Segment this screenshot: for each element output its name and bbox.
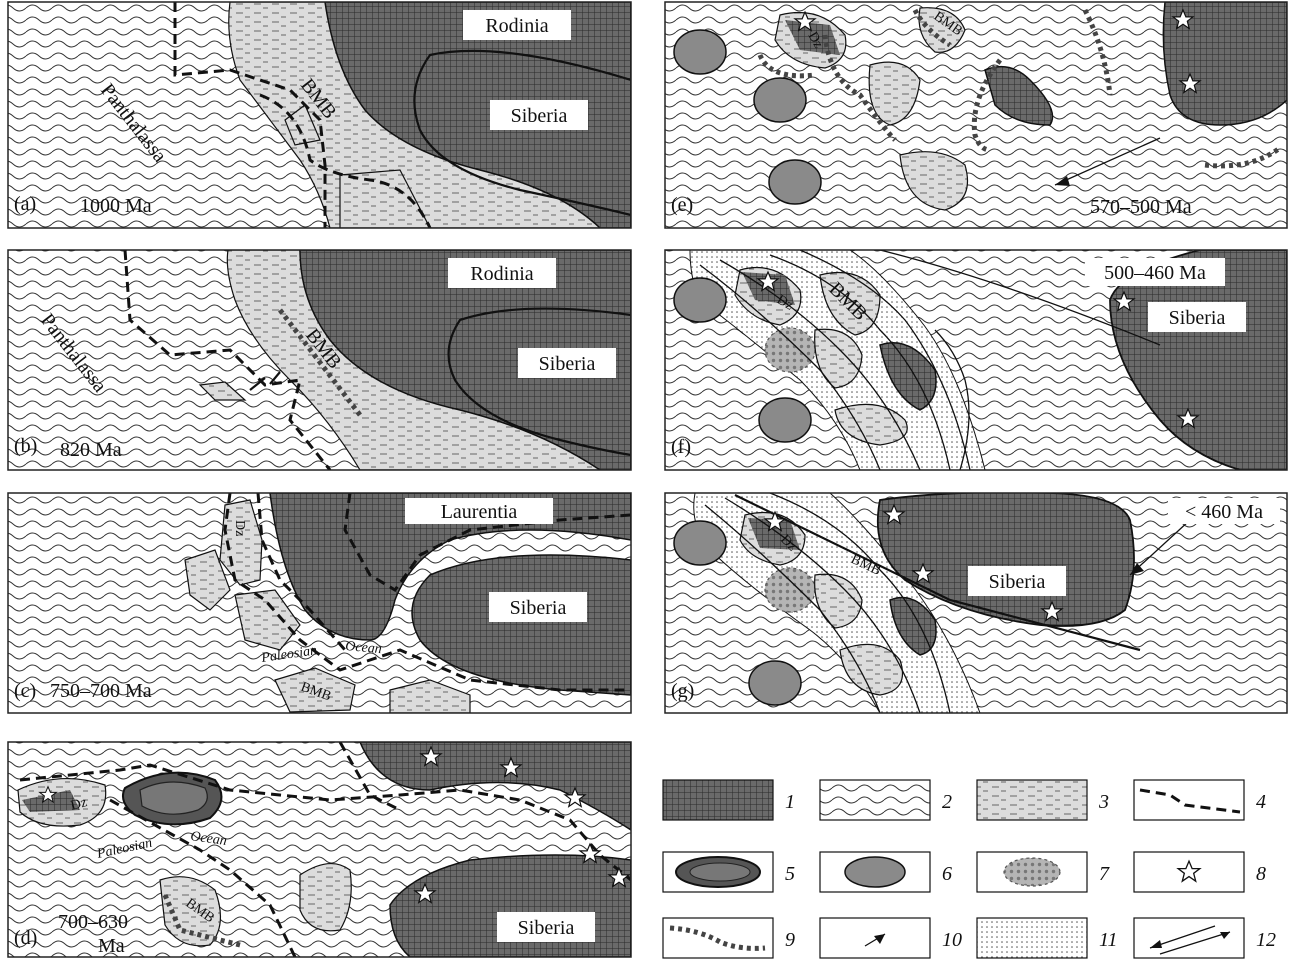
- label-siberia-a: Siberia: [511, 105, 568, 127]
- panel-g: [665, 492, 1287, 713]
- panel-age-d-1: 700–630: [58, 911, 128, 933]
- svg-text:7: 7: [1099, 863, 1110, 885]
- panel-age-c: 750–700 Ma: [50, 680, 152, 702]
- panel-e: [665, 2, 1287, 228]
- svg-text:8: 8: [1256, 863, 1266, 885]
- panel-age-f: 500–460 Ma: [1104, 262, 1206, 284]
- svg-text:3: 3: [1098, 791, 1109, 813]
- svg-text:9: 9: [785, 929, 795, 951]
- label-ocean-c: Ocean: [345, 639, 383, 657]
- panel-letter-f: (f): [671, 436, 691, 458]
- label-laurentia-c: Laurentia: [441, 501, 518, 523]
- svg-text:10: 10: [942, 929, 962, 951]
- panel-letter-d: (d): [14, 927, 37, 949]
- label-rodinia-b: Rodinia: [470, 263, 533, 285]
- legend-item-2: 2: [820, 780, 952, 820]
- legend-item-4: 4: [1134, 780, 1266, 820]
- legend-item-7: 7: [977, 852, 1110, 892]
- label-siberia-f: Siberia: [1169, 307, 1226, 329]
- label-dz-c: Dz: [232, 520, 247, 536]
- panel-letter-b: (b): [14, 435, 37, 457]
- svg-text:5: 5: [785, 863, 795, 885]
- legend-item-1: 1: [663, 780, 795, 820]
- panel-letter-g: (g): [671, 680, 694, 702]
- legend-item-8: 8: [1134, 852, 1266, 892]
- legend-item-9: 9: [663, 918, 795, 958]
- svg-text:11: 11: [1099, 929, 1118, 951]
- legend-item-5: 5: [663, 852, 795, 892]
- panel-letter-c: (c): [14, 680, 36, 702]
- terrane-type-7-g: [765, 568, 815, 612]
- label-siberia-c: Siberia: [510, 597, 567, 619]
- label-siberia-d: Siberia: [518, 917, 575, 939]
- panel-age-e: 570–500 Ma: [1090, 196, 1192, 218]
- svg-text:6: 6: [942, 863, 952, 885]
- svg-text:2: 2: [942, 791, 952, 813]
- legend-item-3: 3: [977, 780, 1109, 820]
- svg-text:4: 4: [1256, 791, 1266, 813]
- label-siberia-b: Siberia: [539, 353, 596, 375]
- legend: 1 2 3 4 5 6 7: [663, 780, 1276, 958]
- panel-age-g: < 460 Ma: [1185, 501, 1263, 523]
- panel-letter-e: (e): [671, 194, 693, 216]
- legend-item-11: 11: [977, 918, 1118, 958]
- panel-age-a: 1000 Ma: [80, 195, 152, 217]
- terrane-type-7-f: [765, 328, 815, 372]
- label-rodinia-a: Rodinia: [485, 15, 548, 37]
- panel-letter-a: (a): [14, 193, 36, 215]
- panel-age-d-2: Ma: [98, 935, 125, 957]
- legend-item-10: 10: [820, 918, 962, 958]
- svg-text:12: 12: [1256, 929, 1276, 951]
- svg-text:1: 1: [785, 791, 795, 813]
- panel-age-b: 820 Ma: [60, 439, 122, 461]
- legend-item-6: 6: [820, 852, 952, 892]
- legend-item-12: 12: [1134, 918, 1276, 958]
- label-siberia-g: Siberia: [989, 571, 1046, 593]
